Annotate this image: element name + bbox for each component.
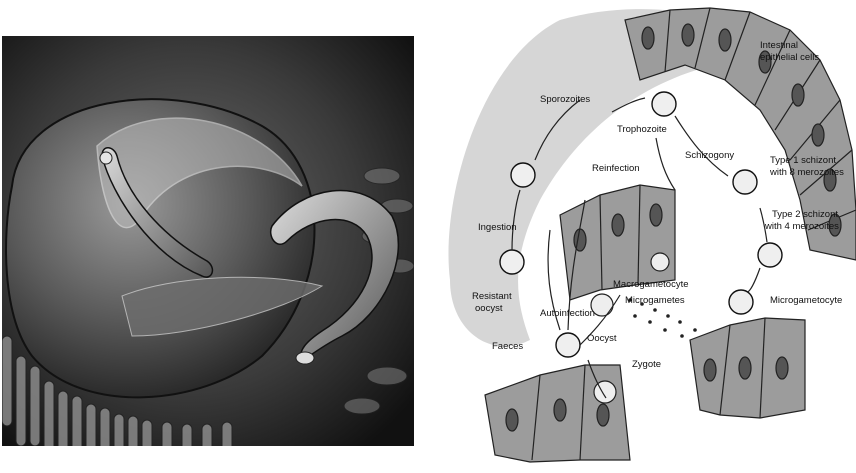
label-oocyst-1: oocyst [475, 303, 503, 314]
label-type1-2: with 8 merozoites [769, 167, 844, 178]
label-oocyst-2: Oocyst [587, 333, 617, 344]
label-type2-1: Type 2 schizont [772, 209, 838, 220]
label-autoinfection: Autoinfection [540, 308, 595, 319]
life-cycle-diagram: Intestinal epithelial cells Sporozoites … [420, 0, 856, 473]
label-resistant: Resistant [472, 291, 512, 302]
label-intestinal-1: Intestinal [760, 40, 798, 51]
life-cycle-svg: Intestinal epithelial cells Sporozoites … [420, 0, 856, 473]
label-macrogametocyte: Macrogametocyte [613, 279, 689, 290]
label-ingestion: Ingestion [478, 222, 517, 233]
label-reinfection: Reinfection [592, 163, 640, 174]
label-microgametocyte: Microgametocyte [770, 295, 842, 306]
label-sporozoites: Sporozoites [540, 94, 590, 105]
label-microgametes: Microgametes [625, 295, 685, 306]
label-intestinal-2: epithelial cells [760, 52, 819, 63]
label-schizogony: Schizogony [685, 150, 734, 161]
epithelial-block-bottom-right [690, 318, 805, 418]
label-zygote: Zygote [632, 359, 661, 370]
label-type2-2: with 4 merozoites [764, 221, 839, 232]
label-trophozoite: Trophozoite [617, 124, 667, 135]
label-faeces: Faeces [492, 341, 523, 352]
parasite-micrograph [2, 36, 414, 446]
micrograph-image [2, 36, 414, 446]
epithelial-block-bottom-left [485, 365, 630, 462]
label-type1-1: Type 1 schizont [770, 155, 836, 166]
